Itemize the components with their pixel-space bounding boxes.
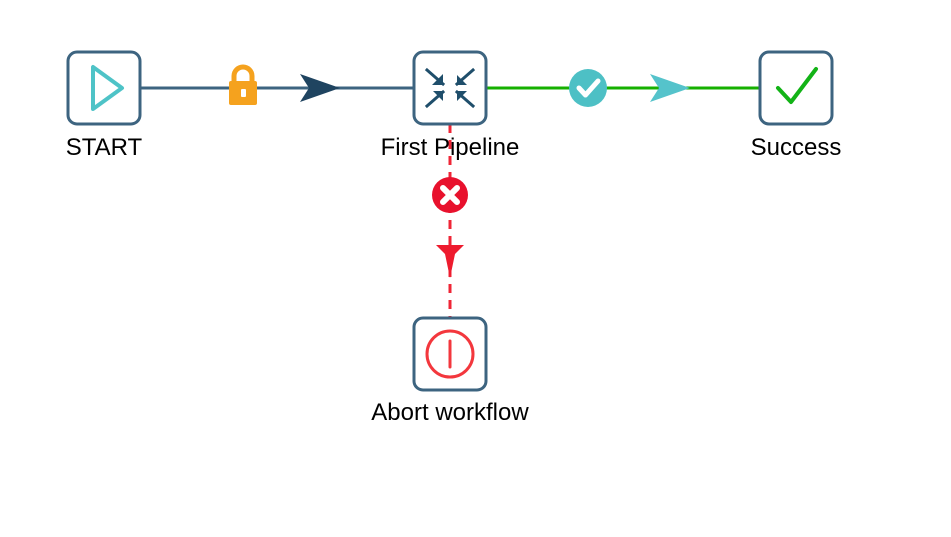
edge-pipeline-to-abort[interactable] (436, 124, 464, 318)
node-success-box[interactable] (758, 50, 834, 126)
node-success[interactable] (758, 50, 834, 126)
node-abort-workflow[interactable] (412, 316, 488, 392)
stop-power-circle-icon (425, 329, 475, 379)
play-triangle-icon (91, 65, 124, 111)
lock-shackle (231, 64, 255, 84)
arrowhead-pipeline-to-success (650, 74, 690, 102)
x-circle-glyph (440, 185, 460, 205)
compress-arrows-icon (424, 67, 476, 109)
lock-keyhole (241, 89, 246, 97)
node-label-abort-workflow: Abort workflow (371, 399, 529, 426)
node-start[interactable] (66, 50, 142, 126)
node-label-first-pipeline: First Pipeline (380, 134, 520, 161)
node-first-pipeline-box[interactable] (412, 50, 488, 126)
edge-start-to-pipeline[interactable] (140, 74, 414, 102)
node-label-start: START (65, 134, 143, 161)
check-circle-bg (569, 69, 607, 107)
check-circle-glyph (576, 78, 601, 98)
check-mark-icon (776, 67, 818, 104)
node-label-success: Success (750, 134, 842, 161)
abort-circle (425, 329, 475, 379)
x-circle-icon[interactable] (432, 177, 468, 213)
arrowhead-start-to-pipeline (300, 74, 340, 102)
node-first-pipeline[interactable] (412, 50, 488, 126)
node-start-box[interactable] (66, 50, 142, 126)
lock-icon[interactable] (229, 64, 257, 105)
arrowhead-pipeline-to-abort (436, 245, 464, 278)
edge-pipeline-to-success[interactable] (486, 74, 760, 102)
check-circle-icon[interactable] (569, 69, 607, 107)
